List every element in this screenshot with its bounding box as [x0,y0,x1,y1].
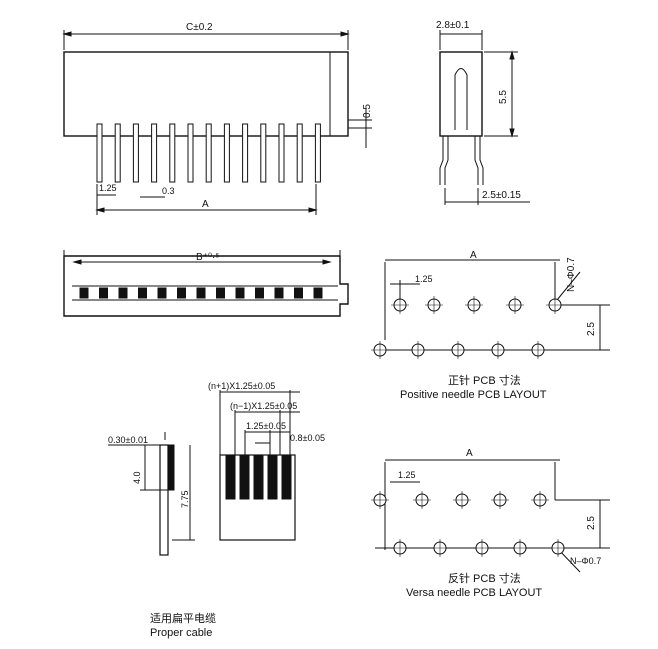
dim-a-front-label: A [202,199,209,210]
side-view [439,30,530,205]
cable-np1-label: (n+1)X1.25±0.05 [208,381,276,391]
ver-dim-pitch-label: 1.25 [398,470,416,480]
cable-caption-cn: 适用扁平电缆 [150,613,216,625]
versa-pcb-layout [371,459,610,573]
top-pin [177,287,186,299]
top-pin [235,287,245,299]
ver-dim-a-label: A [466,448,473,459]
pos-hole-label: N–Φ0.7 [566,257,577,292]
front-pin [132,123,139,183]
cable-front-view [219,390,300,541]
cable-40-label: 4.0 [132,471,142,484]
front-pin [187,123,194,183]
front-pin [260,123,267,183]
cable-thickness-label: 0.30±0.01 [108,435,148,445]
cable-nm1-label: (n−1)X1.25±0.05 [230,401,298,411]
front-pin [96,123,103,183]
front-pin [296,123,303,183]
top-pin [99,287,108,299]
ver-dim-25-label: 2.5 [586,516,597,530]
dim-28-label: 2.8±0.1 [436,20,470,31]
front-pin [223,123,230,183]
cable-conductor [253,454,264,500]
dim-25-side-label: 2.5±0.15 [482,190,521,201]
front-pin [314,123,321,183]
dim-05-label: 0.5 [362,104,373,118]
positive-pcb-layout [371,259,610,359]
front-pin [278,123,285,183]
ver-hole-label: N–Φ0.7 [570,556,602,566]
top-pin [118,287,128,299]
front-view [62,30,372,215]
top-pin [157,287,167,299]
ver-caption-cn: 反针 PCB 寸法 [448,573,521,585]
cable-conductor [267,454,278,500]
dim-03-label: 0.3 [162,186,175,196]
cable-pitch-label: 1.25±0.05 [246,421,286,431]
top-view [63,250,349,317]
top-pin [216,287,225,299]
top-pin [138,287,147,299]
cable-775-label: 7.75 [180,490,190,508]
front-pin [169,123,176,183]
front-pin [242,123,249,183]
cable-caption-en: Proper cable [150,627,213,639]
dim-pitch-label: 1.25 [99,183,117,193]
dim-55-label: 5.5 [498,90,509,104]
pos-caption-en: Positive needle PCB LAYOUT [400,389,547,401]
cable-conductor [281,454,292,500]
pos-dim-a-label: A [470,250,477,261]
cable-width-label: 0.8±0.05 [290,433,325,443]
cable-conductor [239,454,250,500]
dim-b-label: B⁺⁰·⁵ [196,252,220,263]
top-pin [313,287,323,299]
top-pin [79,287,89,299]
top-pin [274,287,284,299]
dim-c-label: C±0.2 [186,22,213,33]
top-pin [196,287,206,299]
front-pin [114,123,121,183]
ver-caption-en: Versa needle PCB LAYOUT [406,587,543,599]
pos-dim-pitch-label: 1.25 [415,274,433,284]
top-pin [255,287,264,299]
pos-dim-25-label: 2.5 [586,322,597,336]
top-pin [294,287,303,299]
front-pin [151,123,158,183]
cable-conductor [225,454,236,500]
cable-side-view [108,432,195,556]
pos-caption-cn: 正针 PCB 寸法 [448,375,521,387]
front-pin [205,123,212,183]
